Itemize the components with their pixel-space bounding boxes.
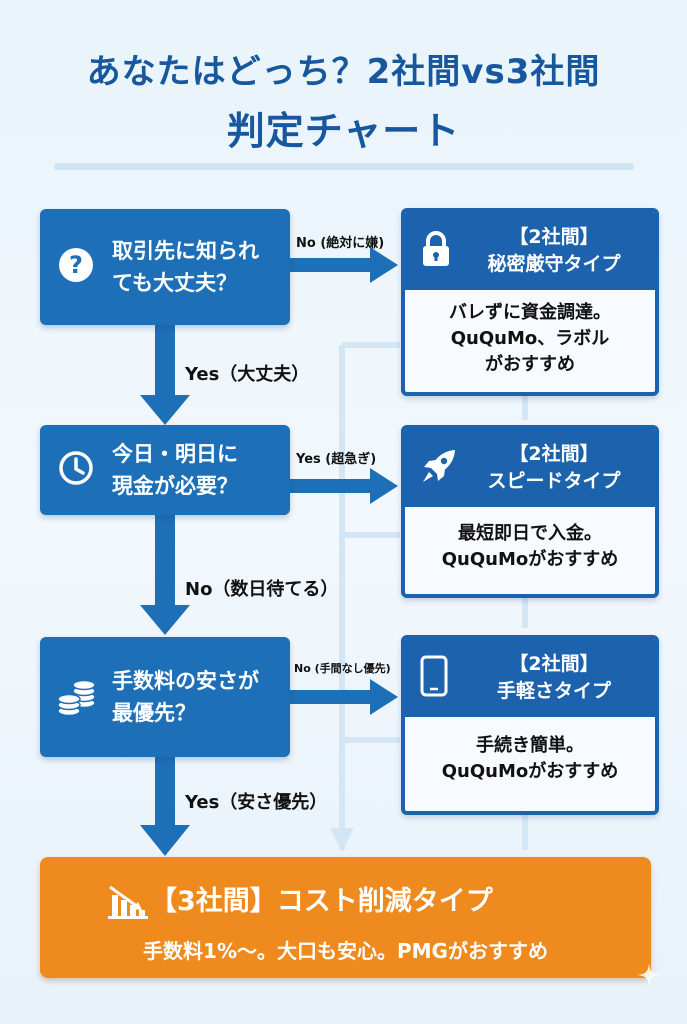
- result-card-2-header: 【2社間】 スピードタイプ: [405, 429, 655, 507]
- result-2-body-line-1: 最短即日で入金。: [458, 523, 602, 544]
- svg-text:?: ?: [69, 251, 83, 279]
- title-line-1: あなたはどっち？2社間vs3社間: [86, 52, 601, 92]
- question-2-line-1: 今日・明日に: [112, 442, 238, 466]
- result-card-confidential: 【2社間】 秘密厳守タイプ バレずに資金調達。 QuQuMo、ラボル がおすすめ: [401, 208, 659, 396]
- title-divider: [54, 163, 634, 170]
- question-box-need-cash-today: 今日・明日に 現金が必要？: [40, 425, 290, 515]
- question-box-fee-priority: 手数料の安さが 最優先？: [40, 637, 290, 757]
- result-1-body-line-1: バレずに資金調達。: [449, 302, 611, 323]
- result-card-easy: 【2社間】 手軽さタイプ 手続き簡単。 QuQuMoがおすすめ: [401, 635, 659, 815]
- title-line-2: 判定チャート: [226, 109, 461, 153]
- result-1-body-line-3: がおすすめ: [485, 354, 575, 375]
- question-1-line-1: 取引先に知られ: [112, 239, 259, 263]
- coins-icon: [56, 673, 98, 721]
- result-2-head-line-1: 【2社間】: [509, 443, 599, 465]
- cost-down-chart-icon: [108, 883, 148, 923]
- question-3-line-1: 手数料の安さが: [112, 669, 259, 693]
- final-result-title: 【3社間】コスト削減タイプ: [150, 886, 493, 917]
- lock-icon: [419, 230, 453, 272]
- result-2-head-line-2: スピードタイプ: [487, 470, 621, 492]
- question-1-line-2: ても大丈夫？: [112, 271, 237, 295]
- label-q2-yes: Yes (超急ぎ): [296, 452, 377, 467]
- result-card-speed: 【2社間】 スピードタイプ 最短即日で入金。 QuQuMoがおすすめ: [401, 425, 659, 598]
- result-1-body-line-2: QuQuMo、ラボル: [450, 328, 610, 349]
- clock-icon: [56, 448, 96, 492]
- result-3-head-line-2: 手軽さタイプ: [496, 680, 611, 702]
- result-card-3-header: 【2社間】 手軽さタイプ: [405, 639, 655, 717]
- result-3-body-line-1: 手続き簡単。: [476, 735, 584, 756]
- label-q3-yes: Yes（安さ優先）: [185, 792, 328, 813]
- result-card-1-header: 【2社間】 秘密厳守タイプ: [405, 212, 655, 290]
- smartphone-icon: [419, 655, 449, 701]
- question-box-known-by-client: ? 取引先に知られ ても大丈夫？: [40, 209, 290, 325]
- result-1-head-line-2: 秘密厳守タイプ: [487, 253, 621, 275]
- sparkle-icon: [636, 962, 662, 992]
- result-2-body-line-2: QuQuMoがおすすめ: [441, 549, 619, 570]
- result-3-body-line-2: QuQuMoがおすすめ: [441, 761, 619, 782]
- label-q1-yes: Yes（大丈夫）: [185, 364, 310, 385]
- label-q1-no: No (絶対に嫌): [296, 236, 385, 251]
- rocket-icon: [419, 446, 459, 490]
- result-3-head-line-1: 【2社間】: [509, 653, 599, 675]
- final-result-description: 手数料1%〜。大口も安心。PMGがおすすめ: [143, 939, 548, 963]
- question-3-line-2: 最優先？: [112, 701, 196, 725]
- label-q3-no: No (手間なし優先): [294, 662, 391, 675]
- question-icon: ?: [56, 245, 96, 289]
- result-1-head-line-1: 【2社間】: [509, 226, 599, 248]
- label-q2-no: No（数日待てる）: [185, 579, 339, 600]
- final-result-cost-reduction: 【3社間】コスト削減タイプ 手数料1%〜。大口も安心。PMGがおすすめ: [40, 857, 651, 978]
- question-2-line-2: 現金が必要？: [112, 474, 238, 498]
